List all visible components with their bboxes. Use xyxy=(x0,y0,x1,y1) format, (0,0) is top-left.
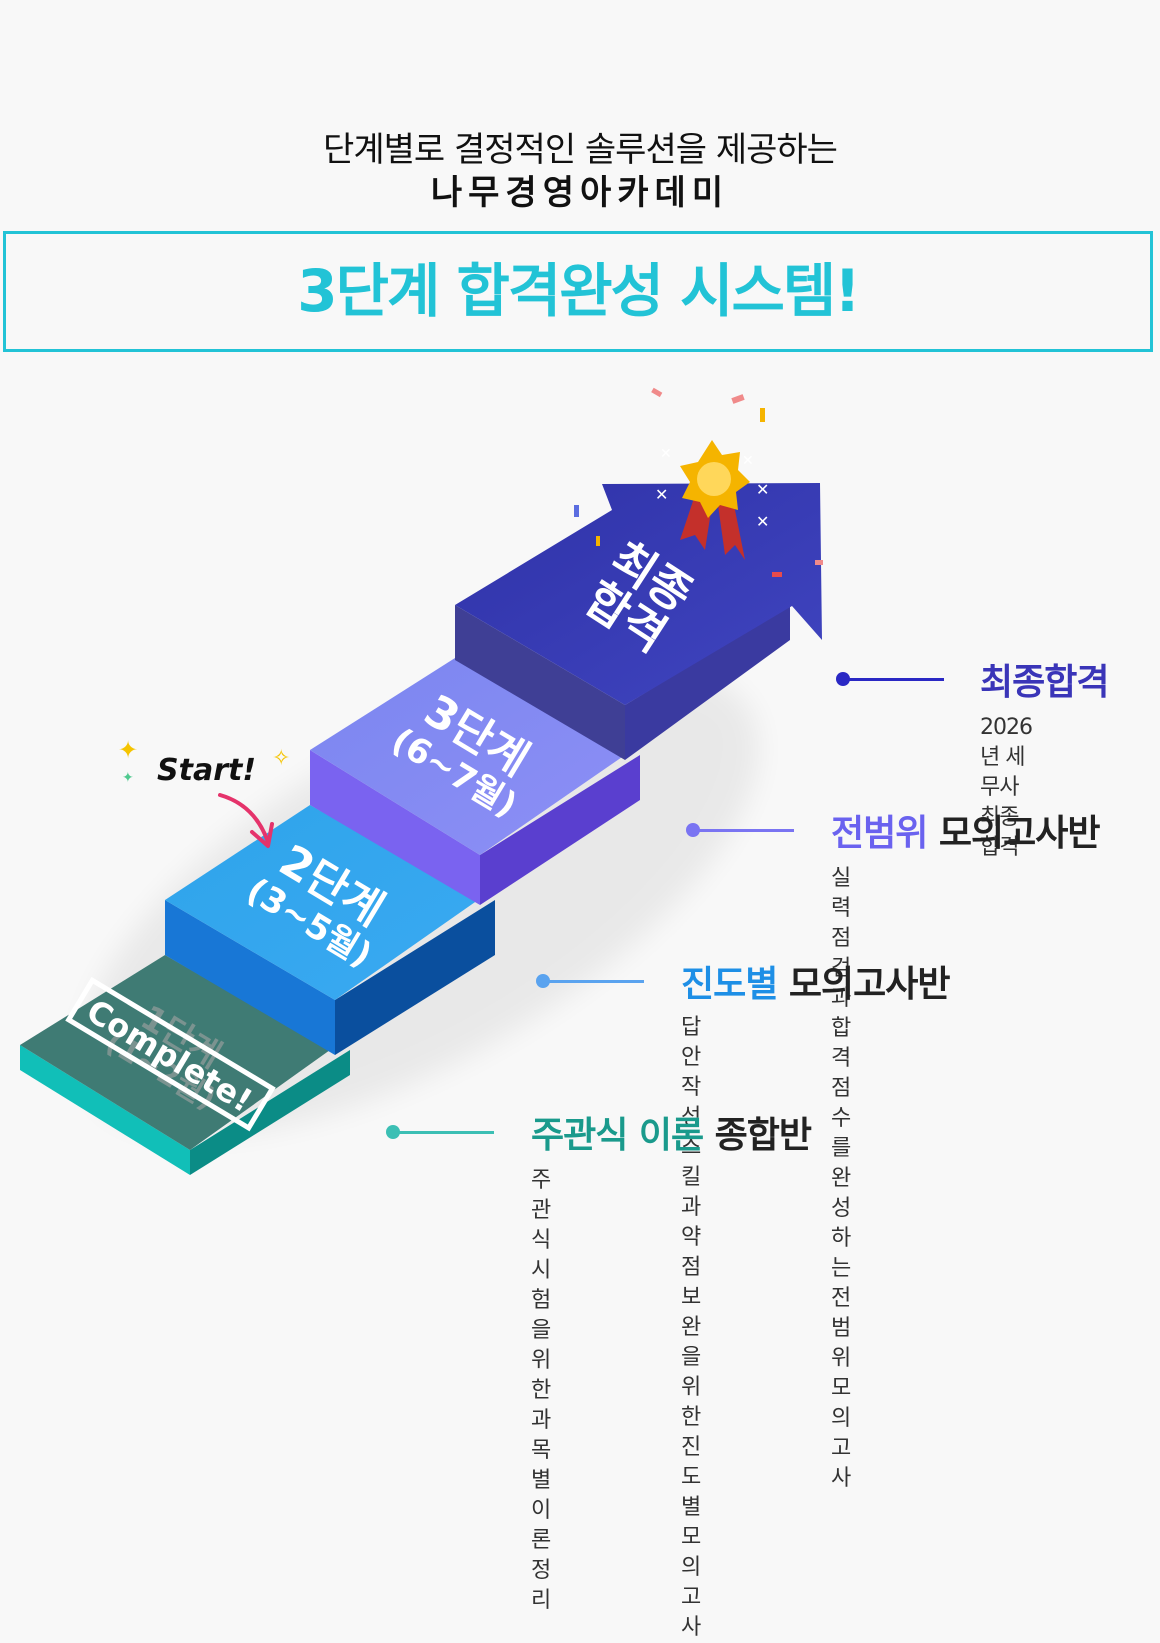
svg-text:✕: ✕ xyxy=(756,480,769,499)
start-marker: ✦ ✦ ✧ Start! xyxy=(118,736,290,848)
legend-step-1-desc: 주관식 시험을 위한 과목별 이론 정리 xyxy=(531,1168,551,1613)
medal-icon xyxy=(680,440,750,560)
confetti: ✕ ✕ ✕ ✕ ✕ xyxy=(574,387,823,577)
svg-text:✕: ✕ xyxy=(660,446,672,462)
banner-title: 3단계 합격완성 시스템! xyxy=(297,257,860,325)
start-arrow-icon xyxy=(218,793,270,844)
step-2: 2단계 (3~5월) xyxy=(165,805,495,1055)
svg-text:✕: ✕ xyxy=(756,512,769,531)
staircase-illustration: 1단계 (1~2월) Complete! 2단계 (3~5월) 3단계 (6~7… xyxy=(20,387,823,1175)
brand-name: 나무경영아카데미 xyxy=(430,173,730,213)
legend-final-desc: 2026년 세무사 최종합격 xyxy=(980,715,1033,860)
start-label: Start! xyxy=(157,753,256,788)
svg-text:✕: ✕ xyxy=(742,453,754,469)
legend-step-3-title: 전범위 xyxy=(831,813,928,854)
legend-step-2-title: 진도별 xyxy=(681,964,778,1005)
subtitle: 단계별로 결정적인 솔루션을 제공하는 xyxy=(323,130,838,170)
sparkle-icon: ✦ xyxy=(118,736,138,764)
legend-final-title: 최종합격 xyxy=(980,662,1109,703)
complete-stamp-frame xyxy=(65,976,276,1132)
svg-text:✕: ✕ xyxy=(655,485,668,504)
legend-step-1-title: 주관식 이론 xyxy=(531,1115,704,1156)
svg-text:✦: ✦ xyxy=(122,770,134,786)
step-1: 1단계 (1~2월) Complete! xyxy=(20,955,350,1175)
svg-text:✧: ✧ xyxy=(272,746,290,771)
banner: 3단계 합격완성 시스템! xyxy=(3,231,1153,352)
step-3: 3단계 (6~7월) xyxy=(310,658,640,905)
